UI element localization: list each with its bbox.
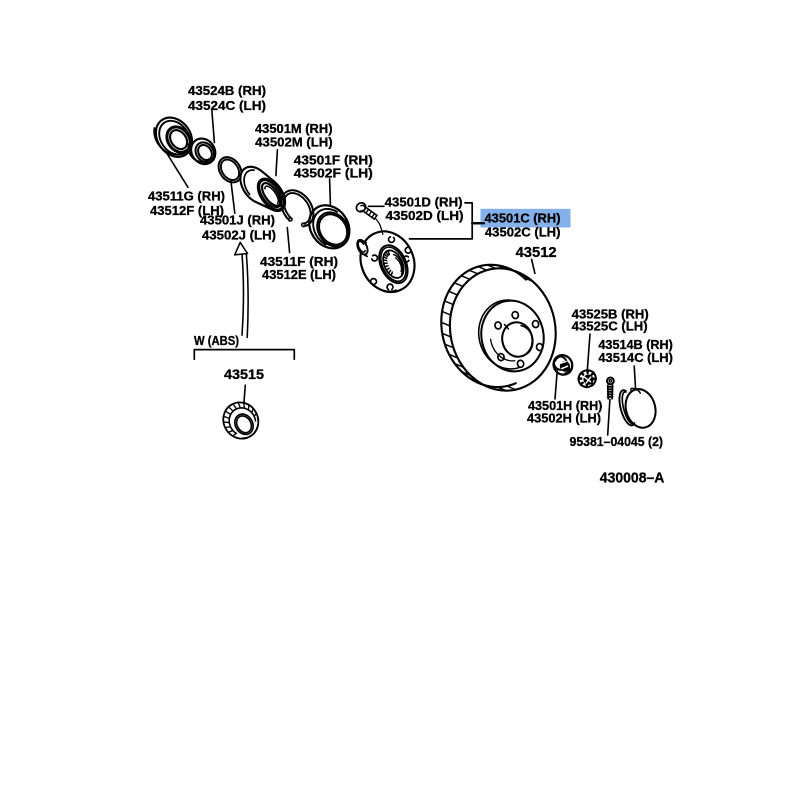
svg-text:W (ABS): W (ABS): [194, 334, 239, 348]
svg-text:43514B (RH): 43514B (RH): [598, 338, 673, 352]
svg-text:43524C (LH): 43524C (LH): [188, 99, 266, 113]
svg-text:43502C (LH): 43502C (LH): [485, 225, 561, 239]
svg-text:43525B (RH): 43525B (RH): [572, 307, 649, 321]
svg-text:43511F (RH): 43511F (RH): [260, 255, 338, 269]
svg-text:43502D (LH): 43502D (LH): [386, 209, 464, 223]
svg-text:43501F (RH): 43501F (RH): [294, 154, 373, 168]
svg-text:43501D (RH): 43501D (RH): [385, 196, 463, 210]
svg-text:43501H (RH): 43501H (RH): [528, 399, 602, 413]
svg-text:43501J (RH): 43501J (RH): [200, 213, 275, 227]
svg-text:95381–04045 (2): 95381–04045 (2): [570, 435, 664, 449]
svg-text:43514C (LH): 43514C (LH): [598, 351, 673, 365]
svg-text:43511G (RH): 43511G (RH): [148, 190, 225, 204]
svg-text:43501M (RH): 43501M (RH): [255, 122, 333, 136]
svg-text:43502M (LH): 43502M (LH): [255, 136, 333, 150]
svg-text:43512F (LH): 43512F (LH): [150, 204, 224, 218]
svg-text:43512E (LH): 43512E (LH): [262, 268, 336, 282]
svg-text:43501C (RH): 43501C (RH): [485, 212, 561, 226]
svg-text:43524B (RH): 43524B (RH): [188, 84, 266, 98]
svg-text:43525C (LH): 43525C (LH): [572, 320, 648, 334]
svg-text:43502J (LH): 43502J (LH): [202, 228, 276, 242]
svg-text:430008–A: 430008–A: [600, 471, 665, 487]
svg-text:43502H (LH): 43502H (LH): [527, 412, 601, 426]
svg-text:43512: 43512: [516, 244, 557, 261]
svg-text:43515: 43515: [224, 367, 264, 383]
svg-text:43502F (LH): 43502F (LH): [294, 167, 373, 181]
